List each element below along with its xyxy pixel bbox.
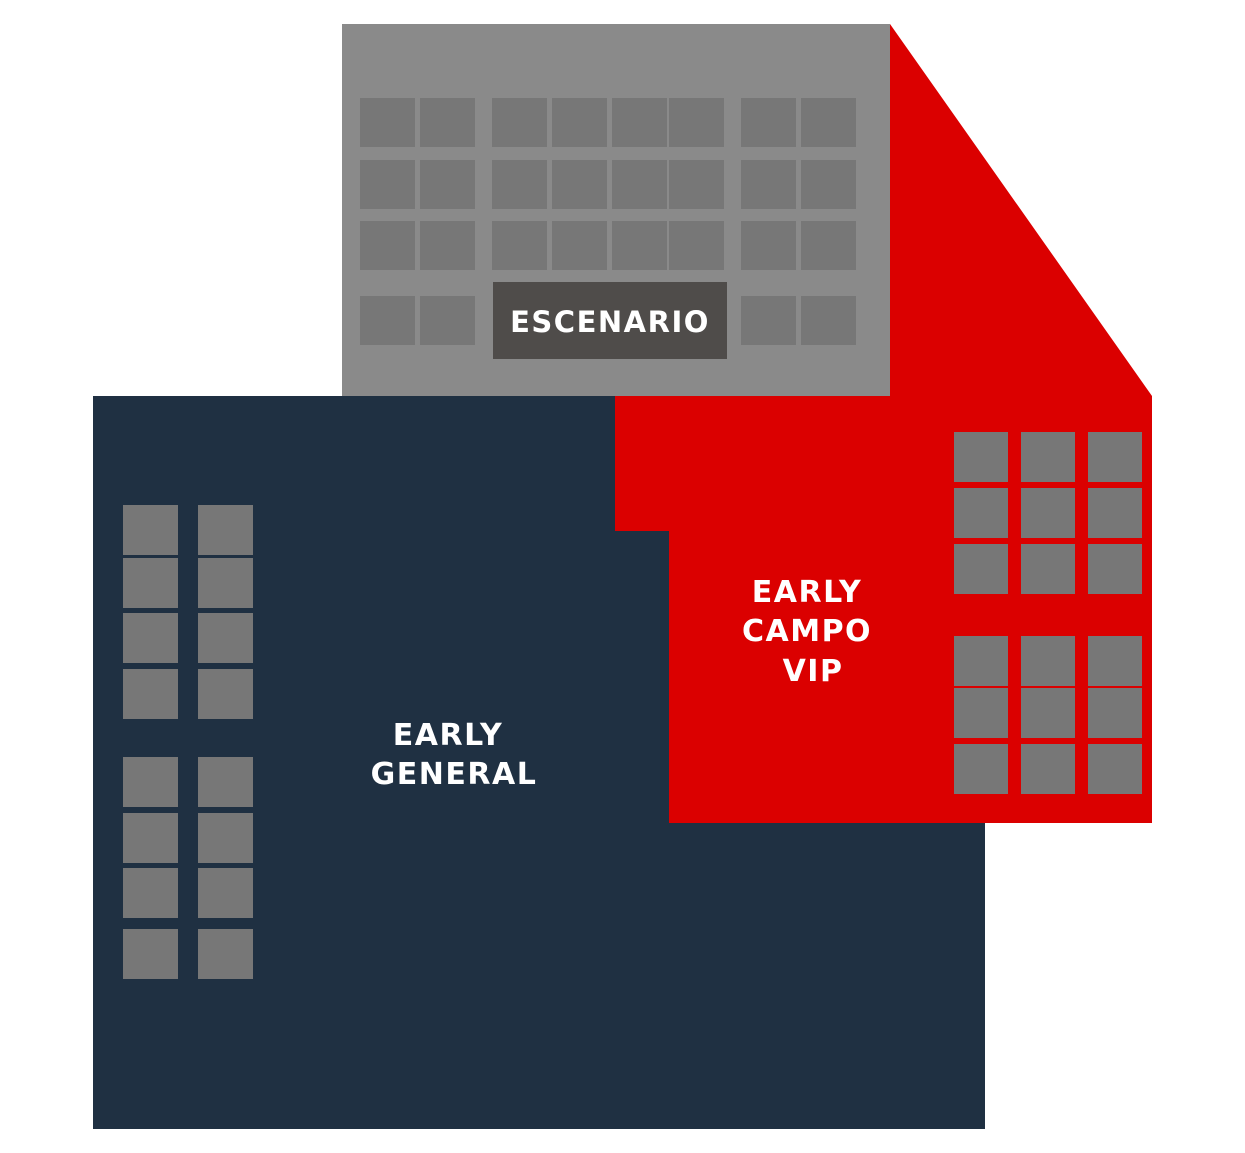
general-block [123, 813, 178, 863]
stage-block [492, 98, 547, 147]
vip-block [1088, 688, 1142, 738]
vip-block [1021, 636, 1075, 686]
stage-block [492, 221, 547, 270]
vip-block [1088, 488, 1142, 538]
vip-label-line-3: VIP [783, 654, 844, 689]
stage-block [420, 221, 475, 270]
stage-block [552, 221, 607, 270]
stage-block [669, 160, 724, 209]
vip-block [1088, 744, 1142, 794]
vip-block [1088, 636, 1142, 686]
stage-block [552, 160, 607, 209]
stage-block [552, 98, 607, 147]
stage-block [420, 296, 475, 345]
general-block [123, 613, 178, 663]
general-label-line-1: EARLY [393, 718, 503, 753]
general-block [123, 669, 178, 719]
stage-box [493, 282, 727, 359]
general-block [198, 757, 253, 807]
stage-label: ESCENARIO [510, 305, 710, 339]
stage-block [612, 98, 667, 147]
stage-block [360, 160, 415, 209]
stage-block [741, 160, 796, 209]
vip-block [954, 432, 1008, 482]
general-zone-label: EARLY GENERAL [371, 718, 538, 792]
general-block [198, 505, 253, 555]
stage-block [360, 221, 415, 270]
stage-block [801, 98, 856, 147]
vip-block-grid [954, 432, 1142, 794]
general-block [123, 558, 178, 608]
general-block [198, 558, 253, 608]
general-block [198, 929, 253, 979]
stage-block [612, 160, 667, 209]
vip-block [954, 488, 1008, 538]
vip-label-line-2: CAMPO [742, 614, 872, 649]
vip-block [1021, 432, 1075, 482]
early-campo-vip-zone[interactable] [615, 24, 1152, 823]
stage-block [492, 160, 547, 209]
vip-block [954, 688, 1008, 738]
stage-block [360, 98, 415, 147]
stage-block [669, 98, 724, 147]
general-block [198, 868, 253, 918]
vip-block [1088, 544, 1142, 594]
stage-block [741, 296, 796, 345]
vip-block [954, 636, 1008, 686]
vip-block [1088, 432, 1142, 482]
vip-block [954, 744, 1008, 794]
stage[interactable]: ESCENARIO [493, 282, 727, 359]
vip-zone-label: EARLY CAMPO VIP [742, 575, 884, 689]
stage-block [420, 160, 475, 209]
general-block [123, 505, 178, 555]
stage-block [669, 221, 724, 270]
general-block [198, 813, 253, 863]
general-block-grid [123, 505, 253, 979]
stage-block-grid [360, 98, 856, 345]
stage-block [741, 221, 796, 270]
vip-block [954, 544, 1008, 594]
general-block [123, 757, 178, 807]
general-block [123, 929, 178, 979]
general-label-line-2: GENERAL [371, 757, 538, 792]
general-block [198, 613, 253, 663]
stage-block [612, 221, 667, 270]
vip-block [1021, 544, 1075, 594]
general-block [198, 669, 253, 719]
stage-block [420, 98, 475, 147]
general-block [123, 868, 178, 918]
vip-block [1021, 488, 1075, 538]
early-general-zone[interactable] [93, 396, 985, 1129]
stage-block [801, 221, 856, 270]
stage-block [801, 296, 856, 345]
stage-block [360, 296, 415, 345]
vip-block [1021, 688, 1075, 738]
stage-block [741, 98, 796, 147]
stage-block [801, 160, 856, 209]
vip-label-line-1: EARLY [752, 575, 862, 610]
vip-block [1021, 744, 1075, 794]
